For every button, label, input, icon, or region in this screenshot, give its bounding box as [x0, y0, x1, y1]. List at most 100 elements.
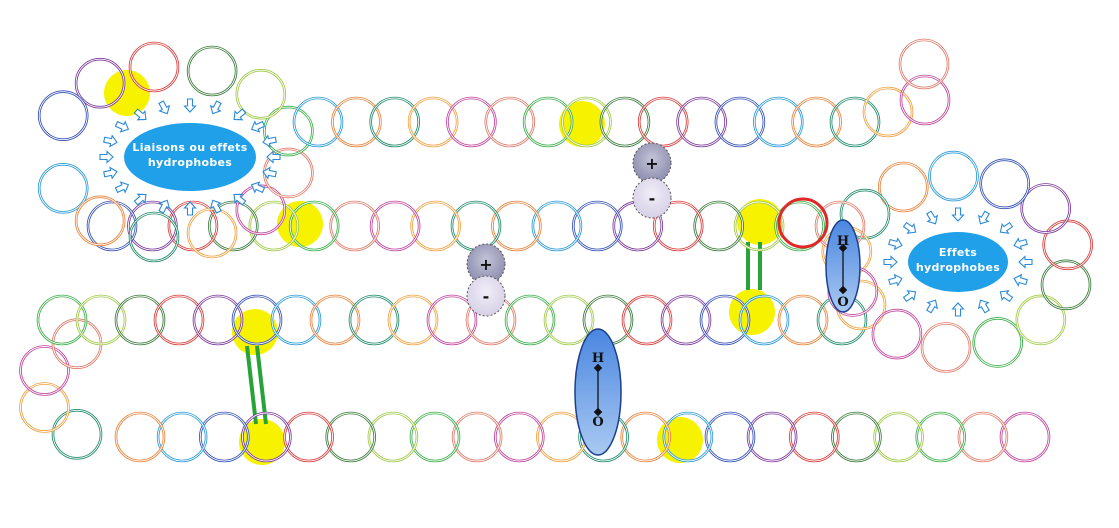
amino-acid-ring [51, 408, 103, 460]
amino-acid-ring [484, 96, 536, 148]
amino-acid-ring [36, 294, 88, 346]
amino-acid-ring [283, 411, 334, 463]
amino-acid-ring [348, 294, 400, 346]
arrow-icon [114, 181, 130, 194]
amino-acid-ring [231, 294, 283, 346]
amino-acid-ring [114, 411, 166, 463]
amino-acid-ring [270, 294, 322, 346]
amino-acid-ring [928, 150, 979, 202]
amino-acid-ring [387, 294, 439, 346]
arrow-icon [114, 120, 130, 133]
negative-charge-middle [466, 275, 506, 317]
hydrophobic-region-left: Liaisons ou effets hydrophobes [99, 98, 281, 216]
oxygen-atom-right: O [837, 295, 848, 310]
highlighted-residue [104, 70, 150, 116]
amino-acid-ring [676, 96, 727, 148]
amino-acid-ring [446, 96, 497, 148]
amino-acid-ring [241, 411, 292, 463]
amino-acid-ring [561, 96, 612, 148]
amino-acid-ring [114, 294, 166, 346]
arrow-icon [262, 166, 277, 180]
amino-acid-ring [263, 105, 314, 157]
amino-acid-ring [19, 382, 70, 433]
amino-acid-ring [979, 158, 1031, 210]
highlighted-ring-red [777, 197, 829, 249]
arrow-icon [183, 98, 197, 113]
amino-acid-ring [407, 96, 459, 148]
highlighted-residue [277, 201, 323, 247]
amino-acid-ring [369, 96, 421, 148]
disulfide-bridge-left-a [245, 345, 258, 425]
arrow-icon [951, 207, 965, 222]
arrow-icon [926, 210, 939, 225]
ionic-bond-top: + - [632, 142, 672, 219]
amino-acid-ring [831, 411, 882, 463]
negative-charge-top [632, 177, 672, 219]
arrow-icon [262, 134, 277, 148]
amino-acid-ring [637, 96, 689, 148]
amino-acid-ring [491, 200, 542, 252]
amino-acid-ring [746, 411, 798, 463]
amino-acid-ring [660, 294, 712, 346]
arrow-icon [1013, 273, 1028, 287]
amino-acid-ring [839, 188, 891, 240]
amino-acid-ring [86, 200, 138, 252]
amino-acid-ring [829, 96, 881, 148]
amino-acid-ring [620, 411, 672, 463]
amino-acid-ring [1015, 294, 1067, 346]
amino-acid-ring [186, 45, 238, 97]
amino-acid-ring [1020, 183, 1071, 234]
amino-acid-ring [877, 161, 929, 213]
amino-acid-ring [199, 411, 250, 463]
amino-acid-ring [451, 411, 503, 463]
amino-acid-ring [409, 411, 461, 463]
amino-acid-ring [531, 200, 583, 252]
hydrophobic-arrows-left [99, 98, 281, 216]
amino-acid-ring [186, 207, 238, 259]
amino-acid-ring [292, 96, 344, 148]
arrow-icon [133, 108, 147, 121]
amino-acid-ring [920, 322, 972, 373]
arrow-icon [888, 237, 903, 251]
amino-acid-ring [74, 57, 126, 109]
arrow-icon [158, 100, 171, 115]
positive-charge-top [632, 142, 672, 184]
amino-acid-ring [37, 163, 89, 214]
amino-acid-ring [699, 294, 751, 346]
amino-acid-ring [543, 294, 595, 346]
amino-acid-ring [621, 294, 673, 346]
plus-sign-middle: + [479, 255, 492, 274]
minus-sign-top: - [649, 189, 656, 208]
arrow-icon [999, 290, 1014, 303]
arrow-icon [1013, 237, 1028, 251]
amino-acid-ring [774, 200, 825, 252]
amino-acid-ring [331, 96, 382, 148]
amino-acid-ring [752, 96, 804, 148]
hydrophobic-region-right: Effets hydrophobes [883, 207, 1033, 317]
amino-acid-ring [522, 96, 574, 148]
disulfide-bridge-left-b [255, 345, 268, 425]
plus-sign-top: + [645, 154, 658, 173]
amino-acid-ring [898, 38, 950, 90]
minus-sign-middle: - [483, 287, 490, 306]
amino-acid-ring [367, 411, 419, 463]
hydrogen-bond-bottom: H O [574, 328, 622, 456]
amino-acid-ring [873, 411, 924, 463]
hydrogen-atom-bottom: H [592, 351, 604, 366]
amino-acid-ring [19, 345, 70, 396]
arrow-icon [902, 290, 917, 303]
hydrogen-atom-right: H [837, 234, 849, 249]
amino-acid-ring [704, 411, 756, 463]
amino-acid-ring [128, 211, 180, 263]
amino-acid-ring [37, 90, 89, 141]
amino-acid-ring [369, 200, 421, 252]
polypeptide-chain [19, 38, 1093, 463]
amino-acid-ring [957, 411, 1009, 463]
hydrophobic-label-right-line2: hydrophobes [916, 261, 1000, 274]
arrow-icon [250, 181, 266, 194]
amino-acid-ring [571, 200, 623, 252]
amino-acid-ring [192, 294, 244, 346]
oxygen-atom-bottom: O [592, 415, 603, 430]
amino-acid-ring [1040, 259, 1092, 311]
